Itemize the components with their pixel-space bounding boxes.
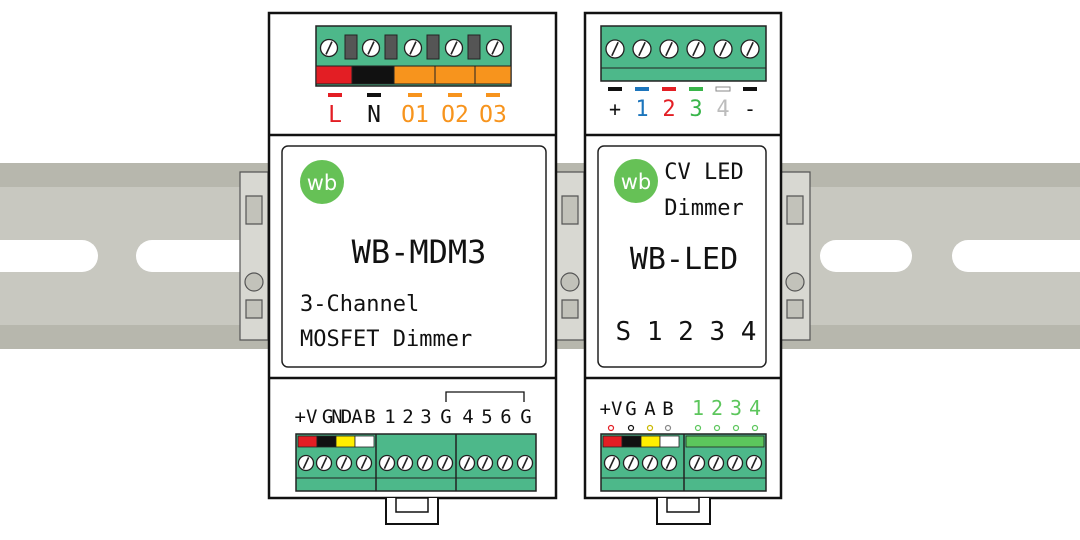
mdm3-bottom-label-4: 4 bbox=[462, 406, 473, 428]
mdm3-bottom-screw-2-slot bbox=[340, 457, 348, 469]
mdm3-bottom-screw-0-slot bbox=[302, 457, 310, 469]
mdm3-bottom-terminal-blocks bbox=[295, 433, 537, 492]
mdm3-top-markers bbox=[328, 93, 500, 97]
led-bottom-label-4: 4 bbox=[749, 396, 761, 420]
led-label-plus: + bbox=[609, 97, 621, 121]
mdm3-bottom-label-b: B bbox=[364, 406, 375, 428]
mdm3-bottom-screw-7-slot bbox=[441, 457, 449, 469]
mdm3-top-screw-6-slot bbox=[450, 41, 458, 55]
led-bottom-label-a: A bbox=[644, 398, 656, 420]
mdm3-top-terminal-block bbox=[315, 25, 512, 87]
mdm3-top-screw-8-slot bbox=[491, 41, 499, 55]
led-model-name: WB-LED bbox=[630, 242, 738, 277]
mdm3-right-clip bbox=[555, 171, 585, 341]
led-title-line1: CV LED bbox=[664, 160, 743, 185]
mdm3-latch bbox=[385, 497, 439, 525]
mdm3-bottom-screw-9-slot bbox=[481, 457, 489, 469]
mdm3-bottom-label-3: 3 bbox=[420, 406, 431, 428]
led-bottom-screw-7-slot bbox=[750, 457, 758, 469]
led-bottom-label-g: G bbox=[625, 398, 636, 420]
mdm3-bottom-label-gnd: GND bbox=[322, 406, 352, 428]
mdm3-top-release-tab-3 bbox=[384, 34, 398, 60]
led-bottom-screw-1-slot bbox=[627, 457, 635, 469]
led-bottom-screw-2-slot bbox=[646, 457, 654, 469]
led-bottom-terminal-blocks bbox=[600, 433, 767, 492]
mdm3-wb-logo bbox=[300, 160, 344, 204]
led-bottom-dots bbox=[607, 424, 759, 432]
mdm3-top-screw-2-slot bbox=[367, 41, 375, 55]
mdm3-bottom-screw-3-slot bbox=[360, 457, 368, 469]
mdm3-label-L: L bbox=[328, 102, 342, 128]
mdm3-bottom-screw-4-slot bbox=[383, 457, 391, 469]
led-logo-text: wb bbox=[621, 170, 652, 194]
led-bottom-label-vplus: +V bbox=[600, 398, 623, 420]
mdm3-bottom-screw-5-slot bbox=[401, 457, 409, 469]
mdm3-logo-text: wb bbox=[307, 171, 338, 195]
led-switch-labels: S 1 2 3 4 bbox=[616, 317, 757, 347]
mdm3-bottom-label-5: 5 bbox=[481, 406, 492, 428]
mdm3-label-N: N bbox=[367, 102, 381, 128]
led-top-markers bbox=[608, 86, 757, 92]
led-top-terminal-block bbox=[600, 25, 767, 82]
mdm3-bottom-label-g2: G bbox=[520, 406, 531, 428]
mdm3-label-O2: O2 bbox=[441, 102, 469, 128]
mdm3-bottom-label-1: 1 bbox=[384, 406, 395, 428]
mdm3-top-screw-0-slot bbox=[325, 41, 333, 55]
led-right-clip bbox=[780, 171, 811, 341]
mdm3-bottom-label-2: 2 bbox=[402, 406, 413, 428]
wb-mdm3-module: L N O1 O2 O3 wb WB-MDM3 3-Channel MOSFET… bbox=[267, 11, 558, 525]
led-top-screw-4-slot bbox=[719, 41, 727, 57]
led-label-2: 2 bbox=[662, 97, 675, 122]
mdm3-bottom-screw-6-slot bbox=[421, 457, 429, 469]
led-latch bbox=[656, 497, 711, 525]
mdm3-top-release-tab-5 bbox=[426, 34, 440, 60]
led-label-1: 1 bbox=[635, 97, 648, 122]
led-bottom-label-1: 1 bbox=[692, 396, 704, 420]
led-label-minus: - bbox=[744, 97, 756, 121]
mdm3-top-screw-4-slot bbox=[409, 41, 417, 55]
mdm3-bottom-screw-11-slot bbox=[521, 457, 529, 469]
led-title-line2: Dimmer bbox=[664, 196, 743, 221]
led-top-screw-1-slot bbox=[638, 41, 646, 57]
mdm3-model-name: WB-MDM3 bbox=[352, 233, 487, 271]
led-wb-logo bbox=[614, 159, 658, 203]
mdm3-bottom-label-g1: G bbox=[440, 406, 451, 428]
led-bottom-screw-0-slot bbox=[608, 457, 616, 469]
led-top-screw-5-slot bbox=[746, 41, 754, 57]
led-top-screw-3-slot bbox=[692, 41, 700, 57]
mdm3-top-release-tab-7 bbox=[467, 34, 481, 60]
mdm3-label-O1: O1 bbox=[401, 102, 429, 128]
led-bottom-screw-5-slot bbox=[712, 457, 720, 469]
led-bottom-label-b: B bbox=[662, 398, 673, 420]
mdm3-top-release-tab-1 bbox=[344, 34, 358, 60]
led-top-screw-2-slot bbox=[665, 41, 673, 57]
led-top-screw-0-slot bbox=[611, 41, 619, 57]
mdm3-bottom-label-vplus: +V bbox=[295, 406, 318, 428]
led-bottom-screw-4-slot bbox=[693, 457, 701, 469]
led-label-4: 4 bbox=[716, 97, 729, 122]
mdm3-bottom-label-a: A bbox=[351, 406, 363, 428]
mdm3-label-O3: O3 bbox=[479, 102, 507, 128]
mdm3-bottom-label-6: 6 bbox=[500, 406, 511, 428]
led-label-3: 3 bbox=[689, 97, 702, 122]
mdm3-bottom-labels: +V GND A B 1 2 3 G 4 5 6 G bbox=[295, 391, 532, 428]
led-bottom-screw-6-slot bbox=[731, 457, 739, 469]
mdm3-bottom-screw-8-slot bbox=[463, 457, 471, 469]
led-bottom-label-2: 2 bbox=[711, 396, 723, 420]
mdm3-left-clip bbox=[239, 171, 269, 341]
led-bottom-labels: +V G A B 1 2 3 4 bbox=[600, 396, 761, 420]
mdm3-description-line2: MOSFET Dimmer bbox=[300, 327, 472, 352]
mdm3-bottom-screw-1-slot bbox=[320, 457, 328, 469]
mdm3-description-line1: 3-Channel bbox=[300, 292, 419, 317]
led-bottom-label-3: 3 bbox=[730, 396, 742, 420]
mdm3-bottom-screw-10-slot bbox=[501, 457, 509, 469]
wb-led-module: + 1 2 3 4 - wb CV LED Dimmer WB-LED S 1 … bbox=[583, 11, 783, 525]
mdm3-front-panel bbox=[281, 145, 547, 368]
led-bottom-screw-3-slot bbox=[665, 457, 673, 469]
